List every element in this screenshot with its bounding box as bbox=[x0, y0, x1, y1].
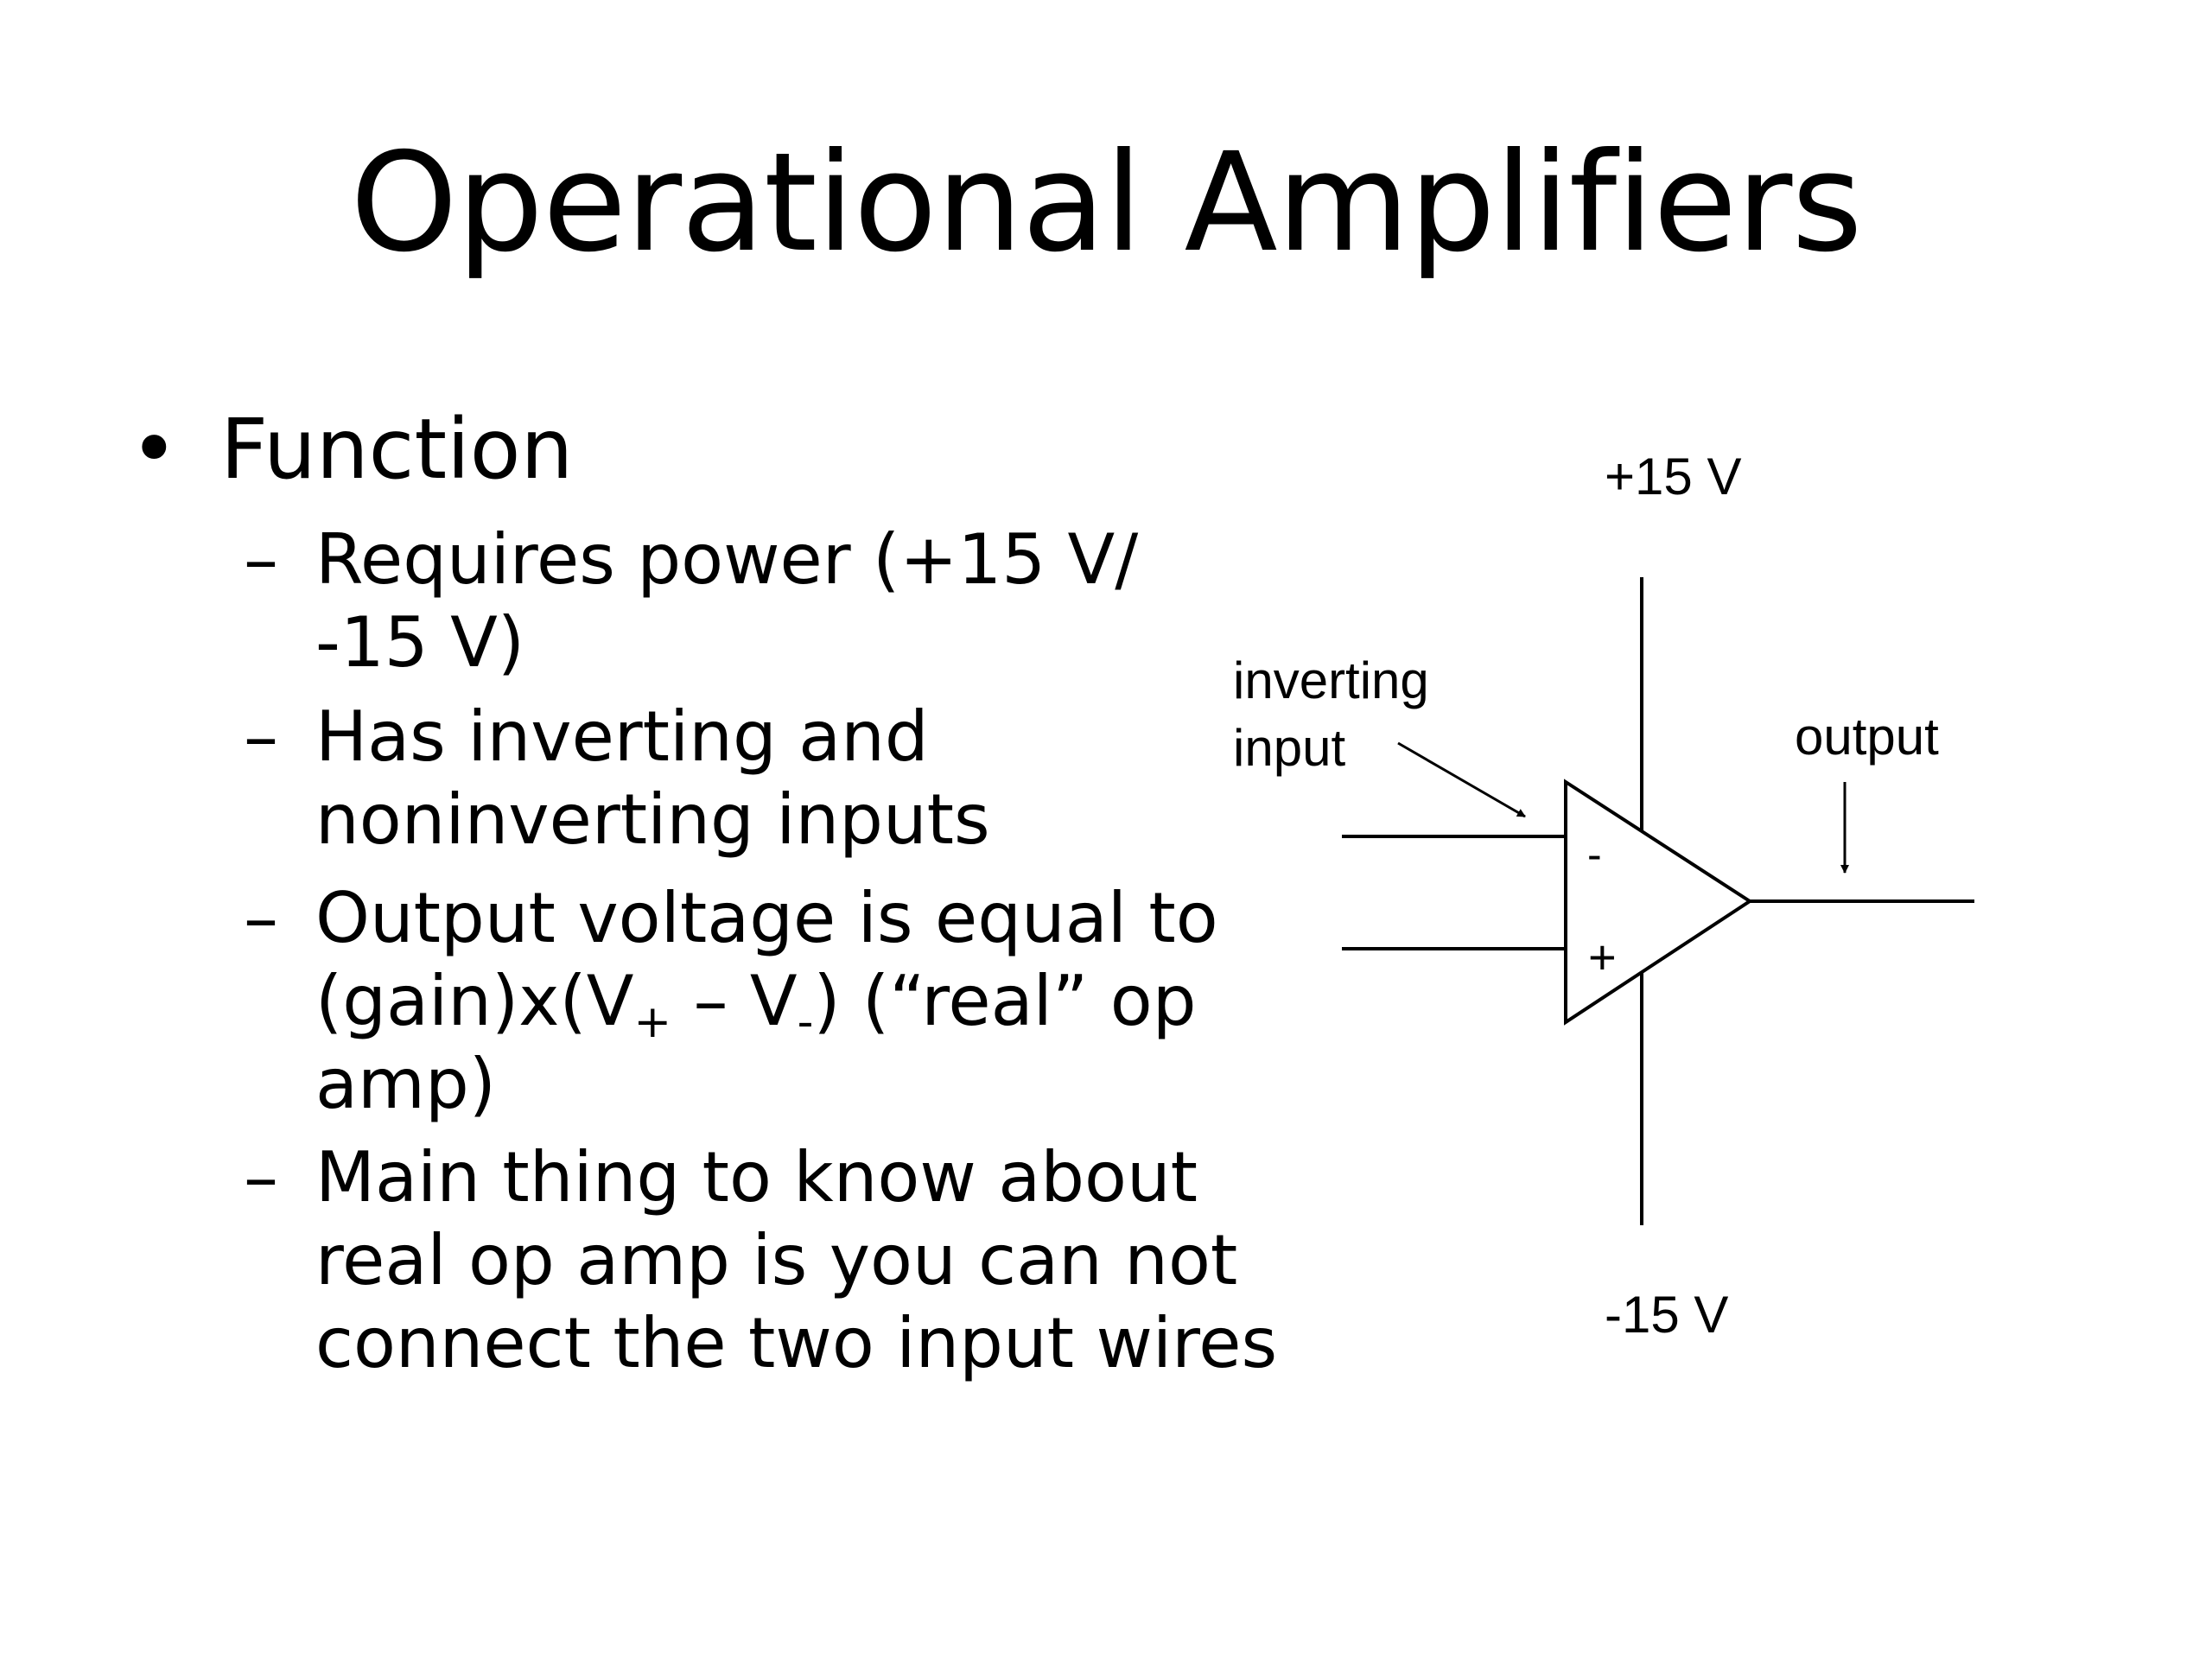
formula-part: – V bbox=[671, 961, 798, 1041]
subbullet-line: Has inverting and bbox=[315, 696, 929, 777]
inverting-input-arrow bbox=[1397, 741, 1526, 818]
bullet-text: Function bbox=[220, 401, 574, 498]
subbullet-line-formula: (gain)x(V+ – V-) (“real” op bbox=[315, 960, 1266, 1045]
slide-title: Operational Amplifiers bbox=[350, 124, 1862, 283]
subbullet-marker: – bbox=[244, 1137, 278, 1217]
inverting-input-label-line1: inverting bbox=[1233, 652, 1429, 709]
formula-part: (gain)x(V bbox=[315, 961, 634, 1041]
subbullet-line: Requires power (+15 V/ bbox=[315, 519, 1139, 600]
output-label: output bbox=[1795, 708, 1939, 766]
subbullet-line: -15 V) bbox=[315, 602, 525, 683]
subbullet-marker: – bbox=[244, 696, 278, 777]
noninverting-plus-sign: + bbox=[1588, 930, 1617, 984]
subbullet-line: Main thing to know about bbox=[315, 1137, 1198, 1217]
subbullet-line: connect the two input wires bbox=[315, 1303, 1278, 1383]
bullet-marker: • bbox=[130, 401, 179, 498]
subbullet-line: Output voltage is equal to bbox=[315, 878, 1218, 958]
subbullet-line: amp) bbox=[315, 1044, 496, 1124]
subbullet-line: real op amp is you can not bbox=[315, 1220, 1238, 1300]
subbullet-marker: – bbox=[244, 878, 278, 958]
inverting-minus-sign: - bbox=[1587, 830, 1602, 879]
negative-supply-label: -15 V bbox=[1605, 1286, 1729, 1344]
subbullet-marker: – bbox=[244, 519, 278, 600]
positive-supply-label: +15 V bbox=[1605, 448, 1742, 505]
inverting-input-label-line2: input bbox=[1233, 719, 1346, 777]
formula-part: ) (“real” op bbox=[813, 961, 1197, 1041]
v-minus-subscript: - bbox=[797, 996, 814, 1048]
subbullet-line: noninverting inputs bbox=[315, 779, 990, 860]
v-plus-subscript: + bbox=[633, 996, 672, 1048]
op-amp-triangle bbox=[1564, 779, 1753, 1026]
